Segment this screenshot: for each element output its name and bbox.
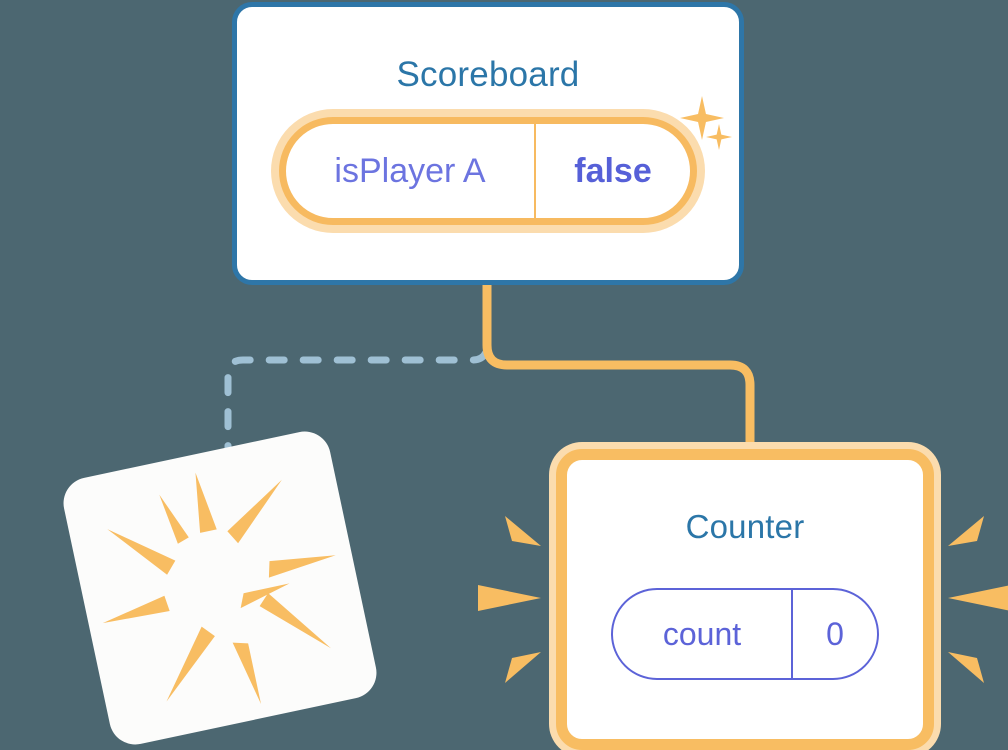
ray-right-top xyxy=(948,516,984,546)
blank-card[interactable] xyxy=(58,426,382,750)
scoreboard-state-key: isPlayer A xyxy=(334,151,486,190)
scoreboard-state-value: false xyxy=(534,124,690,218)
scoreboard-to-counter-wire xyxy=(482,282,755,470)
counter-title: Counter xyxy=(685,508,805,545)
burst-icon xyxy=(102,472,336,705)
ray-left-top xyxy=(505,516,541,546)
counter-card[interactable]: Counter count 0 xyxy=(556,449,934,750)
scoreboard-state-pill[interactable]: isPlayer A false xyxy=(279,117,697,225)
scoreboard-card[interactable]: Scoreboard isPlayer A false xyxy=(232,2,744,285)
ray-right-middle xyxy=(948,585,1008,611)
counter-state-key: count xyxy=(662,615,742,652)
counter-state-pill[interactable]: count 0 xyxy=(611,588,879,680)
ray-left-middle xyxy=(478,585,541,611)
ray-right-bottom xyxy=(948,652,984,683)
scoreboard-pill-wrapper: isPlayer A false xyxy=(279,117,697,225)
ray-left-bottom xyxy=(505,652,541,683)
page-title: Scoreboard xyxy=(396,55,580,94)
counter-state-value: 0 xyxy=(791,590,877,678)
